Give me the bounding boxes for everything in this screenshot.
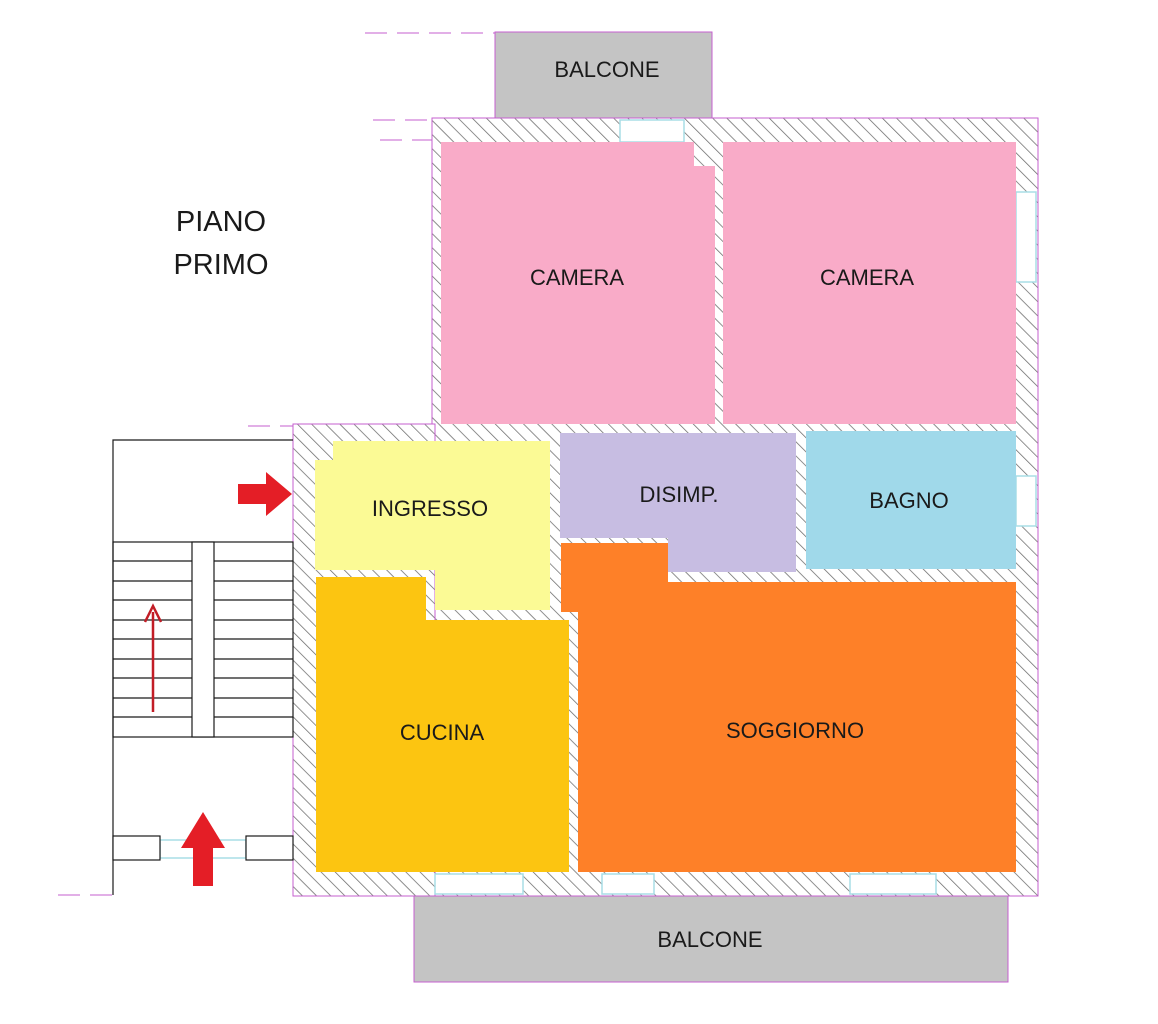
balcony-top-label: BALCONE: [554, 57, 659, 82]
room-soggiorno: SOGGIORNO: [561, 543, 1016, 872]
room-ingresso: INGRESSO: [315, 441, 550, 610]
room-camera-left-label: CAMERA: [530, 265, 624, 290]
staircase: [112, 439, 294, 895]
up-arrow-icon: [181, 812, 225, 886]
stair-direction-arrow-icon: [143, 603, 163, 712]
balcony-bottom: BALCONE: [413, 895, 1009, 983]
room-ingresso-label: INGRESSO: [372, 496, 488, 521]
room-soggiorno-label: SOGGIORNO: [726, 718, 864, 743]
floor-title-line2: PRIMO: [173, 249, 268, 281]
balcony-bottom-label: BALCONE: [657, 927, 762, 952]
room-cucina-label: CUCINA: [400, 720, 485, 745]
room-camera-right: CAMERA: [723, 142, 1016, 424]
room-cucina: CUCINA: [316, 577, 569, 872]
room-camera-right-label: CAMERA: [820, 265, 914, 290]
floor-title-line1: PIANO: [176, 206, 266, 238]
room-disimpegno-label: DISIMP.: [639, 482, 718, 507]
right-arrow-icon: [238, 472, 292, 516]
room-bagno: BAGNO: [806, 431, 1016, 569]
property-lines: [58, 32, 495, 896]
room-disimpegno: DISIMP.: [560, 433, 796, 572]
room-bagno-label: BAGNO: [869, 488, 948, 513]
balcony-top: BALCONE: [494, 31, 713, 119]
room-camera-left: CAMERA: [441, 142, 715, 424]
